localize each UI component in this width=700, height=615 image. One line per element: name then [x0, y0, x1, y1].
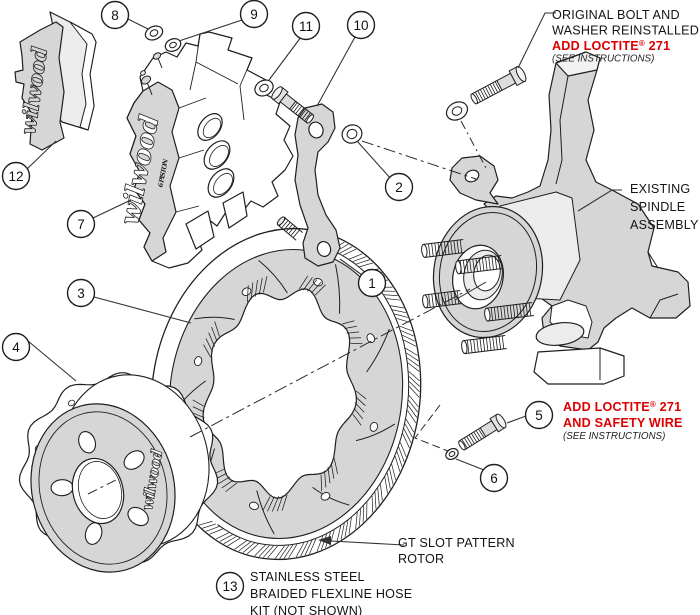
callout-7: 7	[66, 209, 96, 239]
caliper-bracket	[276, 103, 341, 267]
piston-bores	[197, 113, 235, 198]
ball-joint-boot	[535, 322, 585, 346]
svg-text:2: 2	[395, 180, 403, 195]
svg-text:9: 9	[250, 7, 258, 22]
spindle-assembly	[421, 51, 691, 385]
leader-lines	[26, 12, 622, 546]
svg-text:6: 6	[490, 471, 498, 486]
rotor-center-scallop-hole	[202, 288, 358, 499]
callout-3: 3	[66, 278, 96, 308]
note-loctite-safety-wire: ADD LOCTITE® 271 AND SAFETY WIRE (SEE IN…	[563, 400, 683, 442]
svg-text:SPINDLE: SPINDLE	[630, 200, 685, 214]
callout-2: 2	[384, 172, 414, 202]
svg-text:ASSEMBLY: ASSEMBLY	[630, 218, 699, 232]
callout-12: 12	[1, 161, 31, 191]
callout-11: 11	[291, 11, 321, 41]
hat-stud-holes	[50, 431, 149, 545]
callout-4: 4	[1, 332, 31, 362]
rotor	[150, 227, 422, 561]
svg-text:4: 4	[12, 340, 20, 355]
bracket-body	[294, 103, 341, 267]
svg-text:12: 12	[8, 169, 23, 184]
note-existing-spindle: EXISTING SPINDLE ASSEMBLY	[630, 182, 699, 232]
washer-item-11	[254, 79, 274, 97]
callout-13: 13	[215, 571, 245, 601]
callout-balloons: 1 2 3 4 5 6 7 8 9 10 11 12 13	[1, 0, 554, 601]
svg-text:8: 8	[111, 8, 119, 23]
bracket-bolt	[271, 86, 315, 124]
svg-text:EXISTING: EXISTING	[630, 182, 690, 196]
bracket-hole-bottom	[316, 240, 332, 258]
assembly-axis-lines	[87, 120, 487, 495]
caliper-window-2	[222, 191, 248, 229]
ball-joint-base	[533, 347, 625, 385]
svg-text:5: 5	[535, 408, 543, 423]
svg-text:3: 3	[77, 286, 85, 301]
svg-text:ADD LOCTITE® 271: ADD LOCTITE® 271	[563, 400, 681, 414]
caliper-window-1	[185, 210, 215, 250]
note-flexline-hose: STAINLESS STEEL BRAIDED FLEXLINE HOSE KI…	[250, 570, 412, 615]
svg-text:AND SAFETY WIRE: AND SAFETY WIRE	[563, 416, 683, 430]
svg-text:(SEE INSTRUCTIONS): (SEE INSTRUCTIONS)	[563, 431, 665, 442]
svg-text:BRAIDED FLEXLINE HOSE: BRAIDED FLEXLINE HOSE	[250, 587, 412, 601]
caliper-face	[126, 81, 180, 262]
leader-arrowhead	[318, 536, 331, 545]
bleeder-fittings	[140, 52, 163, 96]
svg-text:1: 1	[368, 276, 376, 291]
axis-main	[189, 288, 471, 438]
callout-8: 8	[100, 0, 130, 30]
hat-center-ring	[77, 461, 123, 519]
lower-bracket-bolt	[276, 216, 303, 241]
axis-rotor-bolt	[414, 404, 449, 452]
hub-flange-ring	[438, 211, 538, 333]
svg-text:11: 11	[299, 19, 313, 34]
svg-text:13: 13	[222, 579, 237, 594]
front-washers	[445, 101, 469, 461]
original-spindle-bolt	[470, 66, 527, 105]
note-original-bolt: ORIGINAL BOLT AND WASHER REINSTALLED ADD…	[552, 8, 699, 65]
callout-10: 10	[346, 10, 376, 40]
brake-pads: wilwood	[14, 11, 97, 151]
mounting-washers	[144, 25, 363, 144]
wheel-studs	[421, 239, 534, 355]
knuckle-arm-line	[555, 75, 569, 185]
note-gt-slot-rotor: GT SLOT PATTERN ROTOR	[398, 536, 515, 566]
annotations: ORIGINAL BOLT AND WASHER REINSTALLED ADD…	[250, 8, 699, 615]
rotor-vane-hatch	[192, 275, 367, 512]
axis-original-bolt	[460, 120, 487, 169]
callout-5: 5	[524, 400, 554, 430]
svg-text:GT SLOT PATTERN: GT SLOT PATTERN	[398, 536, 515, 550]
axis-caliper-bolt	[361, 140, 477, 180]
caliper-facet-lines	[175, 33, 253, 213]
axis-hat-center	[87, 477, 121, 495]
svg-text:(SEE INSTRUCTIONS): (SEE INSTRUCTIONS)	[552, 54, 654, 65]
washer-item-2	[341, 124, 363, 144]
svg-text:ADD LOCTITE® 271: ADD LOCTITE® 271	[552, 39, 670, 53]
svg-text:WASHER REINSTALLED: WASHER REINSTALLED	[552, 24, 699, 38]
rotor-hat: wilwood	[18, 372, 219, 573]
callout-9: 9	[239, 0, 269, 29]
svg-text:STAINLESS STEEL: STAINLESS STEEL	[250, 570, 365, 584]
bracket-hole-top	[308, 121, 324, 139]
svg-text:10: 10	[353, 18, 368, 33]
rotor-hat-bolt	[458, 413, 507, 451]
svg-text:KIT (NOT SHOWN): KIT (NOT SHOWN)	[250, 604, 362, 615]
hat-chamfer-ring	[38, 411, 168, 565]
pad-front	[14, 21, 65, 151]
rotor-slots	[172, 260, 396, 535]
pad-rear-friction	[69, 21, 97, 131]
washer-item-9	[164, 38, 182, 52]
washer-item-8	[144, 25, 164, 41]
callout-1: 1	[357, 268, 387, 298]
hub-axis-line	[454, 281, 487, 301]
svg-text:ROTOR: ROTOR	[398, 552, 444, 566]
washer-item-6	[445, 447, 459, 461]
washer-original-bolt	[445, 101, 469, 121]
rotor-vane-band	[198, 241, 420, 559]
svg-text:7: 7	[77, 217, 85, 232]
svg-text:ORIGINAL BOLT AND: ORIGINAL BOLT AND	[552, 8, 680, 22]
steering-arm-line	[647, 251, 679, 319]
knuckle-arm-cap	[555, 51, 601, 77]
callout-6: 6	[479, 463, 509, 493]
